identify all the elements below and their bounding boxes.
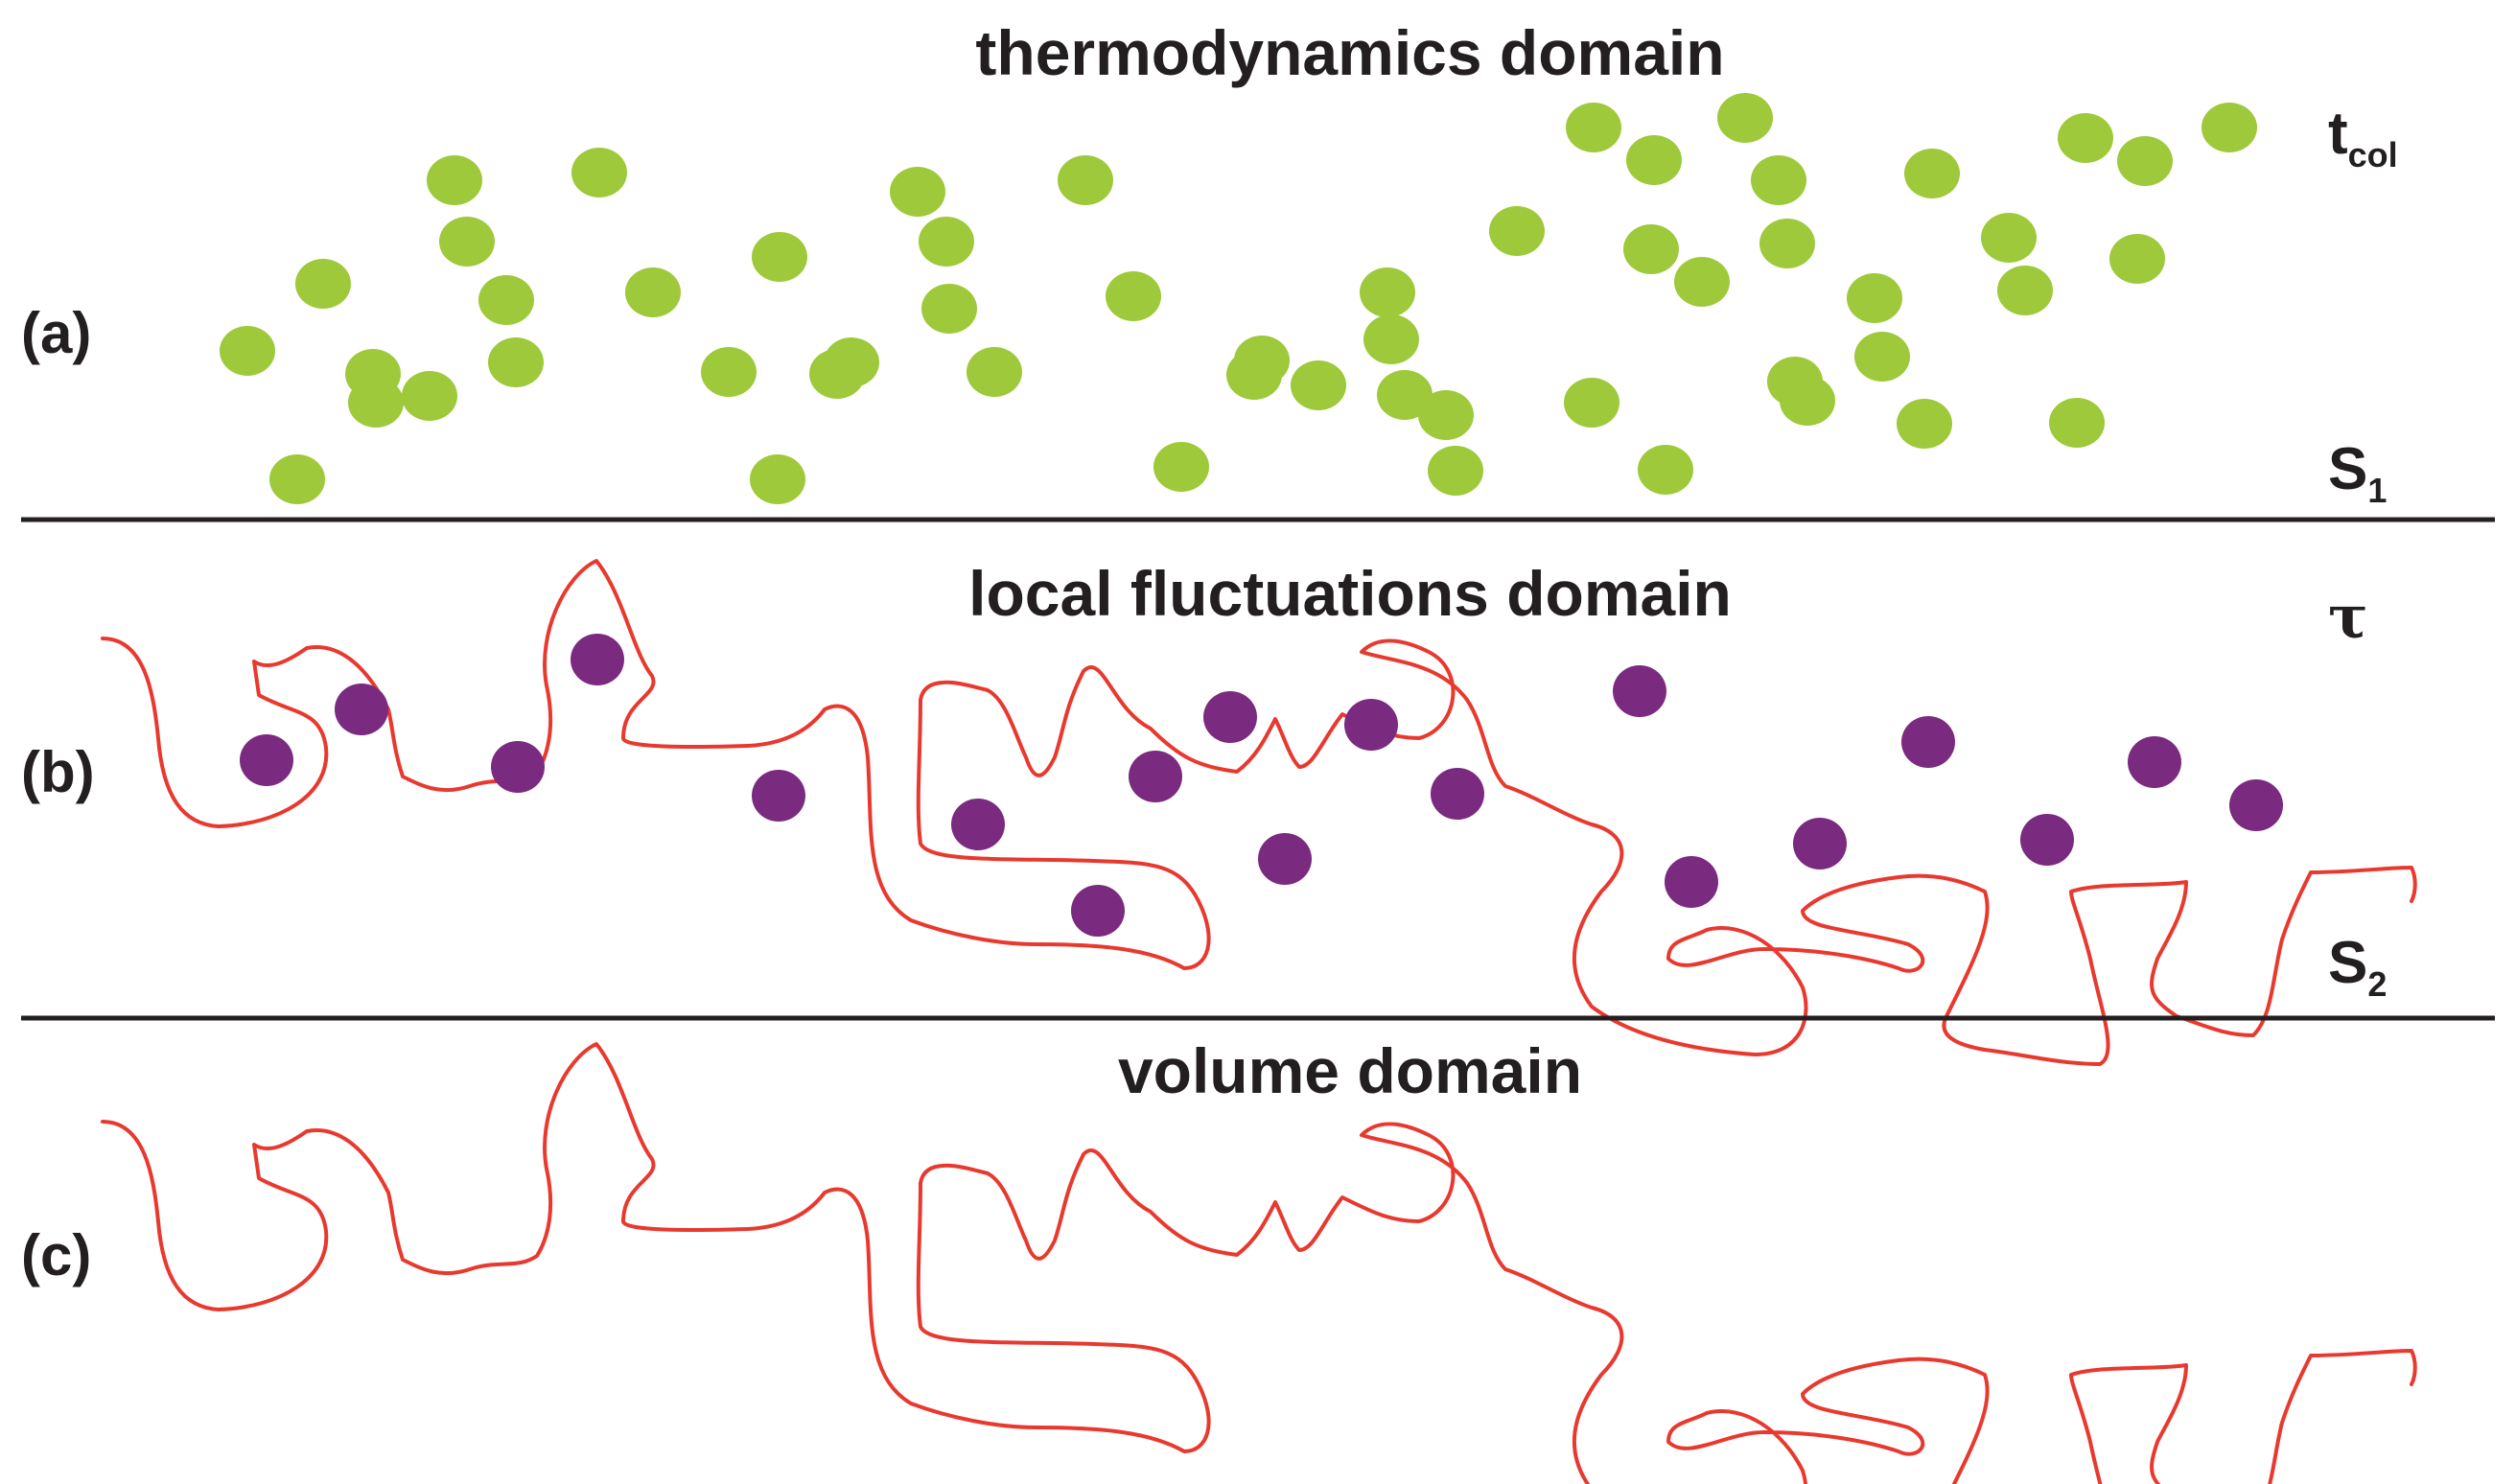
- particle-b-15: [1793, 818, 1847, 870]
- polymer-chain-c: [101, 1042, 2417, 1484]
- particle-b-16: [1901, 716, 1955, 768]
- s1-symbol: S1: [2328, 436, 2387, 510]
- panel-a-label: (a): [21, 301, 91, 365]
- particle-a-45: [1904, 149, 1960, 198]
- particle-a-46: [1897, 399, 1952, 449]
- particle-a-2: [269, 454, 325, 504]
- particle-b-12: [1431, 768, 1484, 820]
- particle-b-4: [571, 634, 624, 685]
- particle-a-15: [750, 454, 805, 504]
- s1-base: S: [2328, 436, 2367, 502]
- particle-b-17: [2020, 814, 2074, 866]
- particle-a-29: [1363, 314, 1419, 364]
- particle-a-13: [701, 347, 757, 397]
- particles-a: [220, 93, 2257, 504]
- t-col-base: t: [2328, 101, 2348, 167]
- particle-a-8: [439, 217, 495, 267]
- particle-a-37: [1751, 155, 1806, 205]
- particle-a-17: [824, 337, 879, 387]
- particle-a-12: [625, 267, 681, 317]
- s2-base: S: [2328, 930, 2367, 996]
- particle-a-21: [967, 347, 1022, 397]
- particle-b-7: [1071, 885, 1125, 937]
- particle-a-10: [488, 337, 544, 387]
- particle-a-48: [1997, 266, 2053, 315]
- particle-a-38: [1623, 224, 1679, 274]
- panel-b-title: local fluctuations domain: [968, 558, 1732, 629]
- particle-b-3: [491, 741, 545, 793]
- particle-a-49: [2049, 398, 2105, 448]
- particle-a-53: [2202, 103, 2257, 152]
- particle-a-35: [1626, 135, 1682, 185]
- particle-a-42: [1780, 376, 1835, 426]
- particle-b-19: [2229, 779, 2283, 831]
- particle-a-20: [921, 284, 977, 334]
- s1-subscript: 1: [2367, 471, 2387, 510]
- particle-a-18: [890, 167, 945, 217]
- particle-a-33: [1489, 206, 1545, 256]
- particle-a-44: [1854, 332, 1910, 382]
- particle-a-19: [919, 217, 974, 267]
- particle-a-7: [427, 155, 482, 205]
- particle-b-10: [1258, 833, 1312, 885]
- t-col-subscript: col: [2348, 135, 2398, 174]
- s2-subscript: 2: [2367, 964, 2387, 1004]
- panel-a-title: thermodynamics domain: [975, 17, 1724, 88]
- particle-b-11: [1344, 699, 1398, 751]
- s2-symbol: S2: [2328, 930, 2387, 1004]
- particle-a-26: [1226, 350, 1282, 400]
- particle-a-22: [1058, 155, 1113, 205]
- particle-a-43: [1847, 273, 1902, 323]
- particle-a-54: [1638, 445, 1693, 495]
- tau-symbol: τ: [2328, 582, 2368, 652]
- particle-a-23: [1106, 271, 1161, 321]
- particle-a-3: [295, 259, 351, 309]
- particle-b-1: [240, 734, 293, 786]
- particle-b-8: [1129, 751, 1182, 802]
- particle-b-6: [951, 799, 1005, 850]
- particle-a-50: [2058, 113, 2113, 163]
- particle-b-14: [1665, 856, 1718, 908]
- particle-a-52: [2109, 234, 2165, 284]
- particle-a-31: [1418, 390, 1474, 440]
- panel-c: volume domain (c): [21, 1035, 2417, 1484]
- particle-a-47: [1981, 213, 2037, 263]
- particle-a-51: [2117, 136, 2173, 186]
- particle-a-25: [1153, 442, 1209, 492]
- particle-a-55: [1564, 378, 1619, 428]
- particle-a-11: [571, 148, 627, 197]
- particle-a-40: [1759, 219, 1815, 268]
- polymer-chain-b: [101, 559, 2417, 1066]
- panel-c-title: volume domain: [1118, 1035, 1582, 1106]
- particle-b-13: [1613, 665, 1666, 717]
- particle-a-39: [1674, 257, 1730, 307]
- particle-a-1: [220, 326, 275, 376]
- particle-a-27: [1291, 360, 1346, 410]
- particle-a-36: [1717, 93, 1773, 143]
- particle-a-30: [1377, 370, 1433, 420]
- particle-a-14: [752, 232, 807, 282]
- panel-b: local fluctuations domain (b) τ S2: [21, 558, 2417, 1066]
- particle-a-34: [1566, 103, 1621, 152]
- particle-b-18: [2128, 736, 2181, 788]
- particle-b-9: [1203, 691, 1257, 743]
- particle-a-28: [1360, 267, 1415, 317]
- particle-b-2: [335, 684, 388, 735]
- panel-a: thermodynamics domain (a) tcol S1: [21, 17, 2398, 510]
- particle-a-5: [348, 378, 404, 428]
- particles-b: [240, 634, 2283, 937]
- panel-b-label: (b): [21, 740, 95, 804]
- particle-a-32: [1428, 446, 1483, 496]
- t-col-symbol: tcol: [2328, 101, 2398, 174]
- particle-a-9: [478, 275, 534, 325]
- panel-c-label: (c): [21, 1223, 91, 1287]
- particle-a-6: [402, 371, 457, 421]
- particle-b-5: [752, 770, 805, 822]
